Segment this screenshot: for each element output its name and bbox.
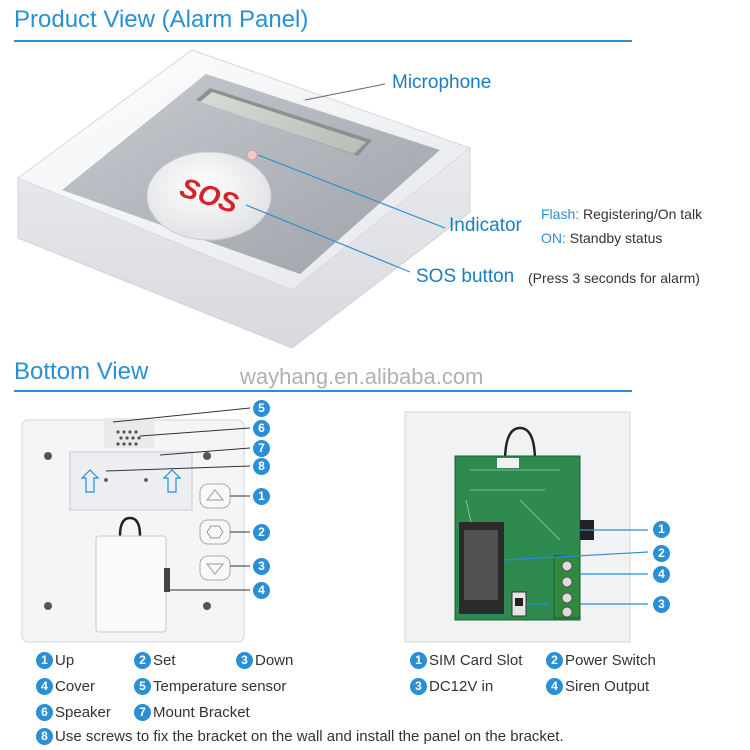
left-badge-3: 3: [253, 558, 270, 575]
legend-text: Power Switch: [565, 652, 656, 669]
right-badge-2: 2: [653, 545, 670, 562]
bottom-view-right-illustration: [404, 411, 649, 643]
legend-text: Mount Bracket: [153, 704, 250, 721]
legend-text: Set: [153, 652, 176, 669]
legend-badge: 5: [134, 678, 151, 695]
left-badge-1: 1: [253, 488, 270, 505]
indicator-led: [246, 149, 258, 161]
legend-text: SIM Card Slot: [429, 652, 523, 669]
left-badge-4: 4: [253, 582, 270, 599]
legend-badge: 4: [546, 678, 563, 695]
legend-badge: 3: [410, 678, 427, 695]
indicator-flash-note: Flash: Registering/On talk: [541, 206, 702, 222]
left-badge-7: 7: [253, 440, 270, 457]
legend-badge: 1: [36, 652, 53, 669]
on-text: Standby status: [569, 230, 663, 246]
right-badge-3: 3: [653, 596, 670, 613]
legend-badge: 3: [236, 652, 253, 669]
microphone-callout: Microphone: [392, 72, 492, 93]
legend-text: DC12V in: [429, 678, 494, 695]
on-key: ON:: [541, 230, 566, 246]
flash-text: Registering/On talk: [583, 206, 703, 222]
legend-mount-bracket: 7 Mount Bracket: [134, 704, 250, 721]
right-badge-1: 1: [653, 521, 670, 538]
indicator-on-note: ON: Standby status: [541, 230, 662, 246]
bottom-view-title: Bottom View: [14, 358, 149, 385]
legend-siren-output: 4 Siren Output: [546, 678, 649, 695]
legend-up: 1 Up: [36, 652, 74, 669]
legend-text: Speaker: [55, 704, 111, 721]
left-badge-8: 8: [253, 458, 270, 475]
legend-badge: 6: [36, 704, 53, 721]
legend-badge: 4: [36, 678, 53, 695]
legend-badge: 8: [36, 728, 53, 745]
legend-text: Temperature sensor: [153, 678, 287, 695]
legend-text: Cover: [55, 678, 96, 695]
indicator-callout: Indicator: [449, 215, 522, 236]
legend-text: Use screws to fix the bracket on the wal…: [55, 728, 564, 745]
legend-badge: 2: [134, 652, 151, 669]
legend-install-note: 8 Use screws to fix the bracket on the w…: [36, 728, 564, 745]
sos-button-callout: SOS button: [416, 266, 515, 287]
right-badge-4: 4: [653, 566, 670, 583]
sos-button: [146, 151, 272, 241]
legend-dc12v-in: 3 DC12V in: [410, 678, 493, 695]
legend-text: Siren Output: [565, 678, 650, 695]
legend-temperature-sensor: 5 Temperature sensor: [134, 678, 286, 695]
legend-text: Up: [55, 652, 75, 669]
legend-text: Down: [255, 652, 294, 669]
legend-power-switch: 2 Power Switch: [546, 652, 656, 669]
watermark: wayhang.en.alibaba.com: [240, 364, 484, 389]
bottom-view-rule: [14, 390, 632, 392]
legend-badge: 7: [134, 704, 151, 721]
product-view-rule: [14, 40, 632, 42]
product-view-title: Product View (Alarm Panel): [14, 6, 309, 33]
legend-speaker: 6 Speaker: [36, 704, 111, 721]
alarm-panel-illustration: SOS: [16, 49, 472, 349]
sos-button-note: (Press 3 seconds for alarm): [528, 270, 700, 286]
flash-key: Flash:: [541, 206, 580, 222]
legend-badge: 2: [546, 652, 563, 669]
left-badge-6: 6: [253, 420, 270, 437]
legend-badge: 1: [410, 652, 427, 669]
legend-down: 3 Down: [236, 652, 293, 669]
legend-set: 2 Set: [134, 652, 176, 669]
left-badge-2: 2: [253, 524, 270, 541]
left-badge-5: 5: [253, 400, 270, 417]
bottom-view-left-illustration: [21, 407, 251, 643]
legend-cover: 4 Cover: [36, 678, 95, 695]
legend-sim-card-slot: 1 SIM Card Slot: [410, 652, 522, 669]
